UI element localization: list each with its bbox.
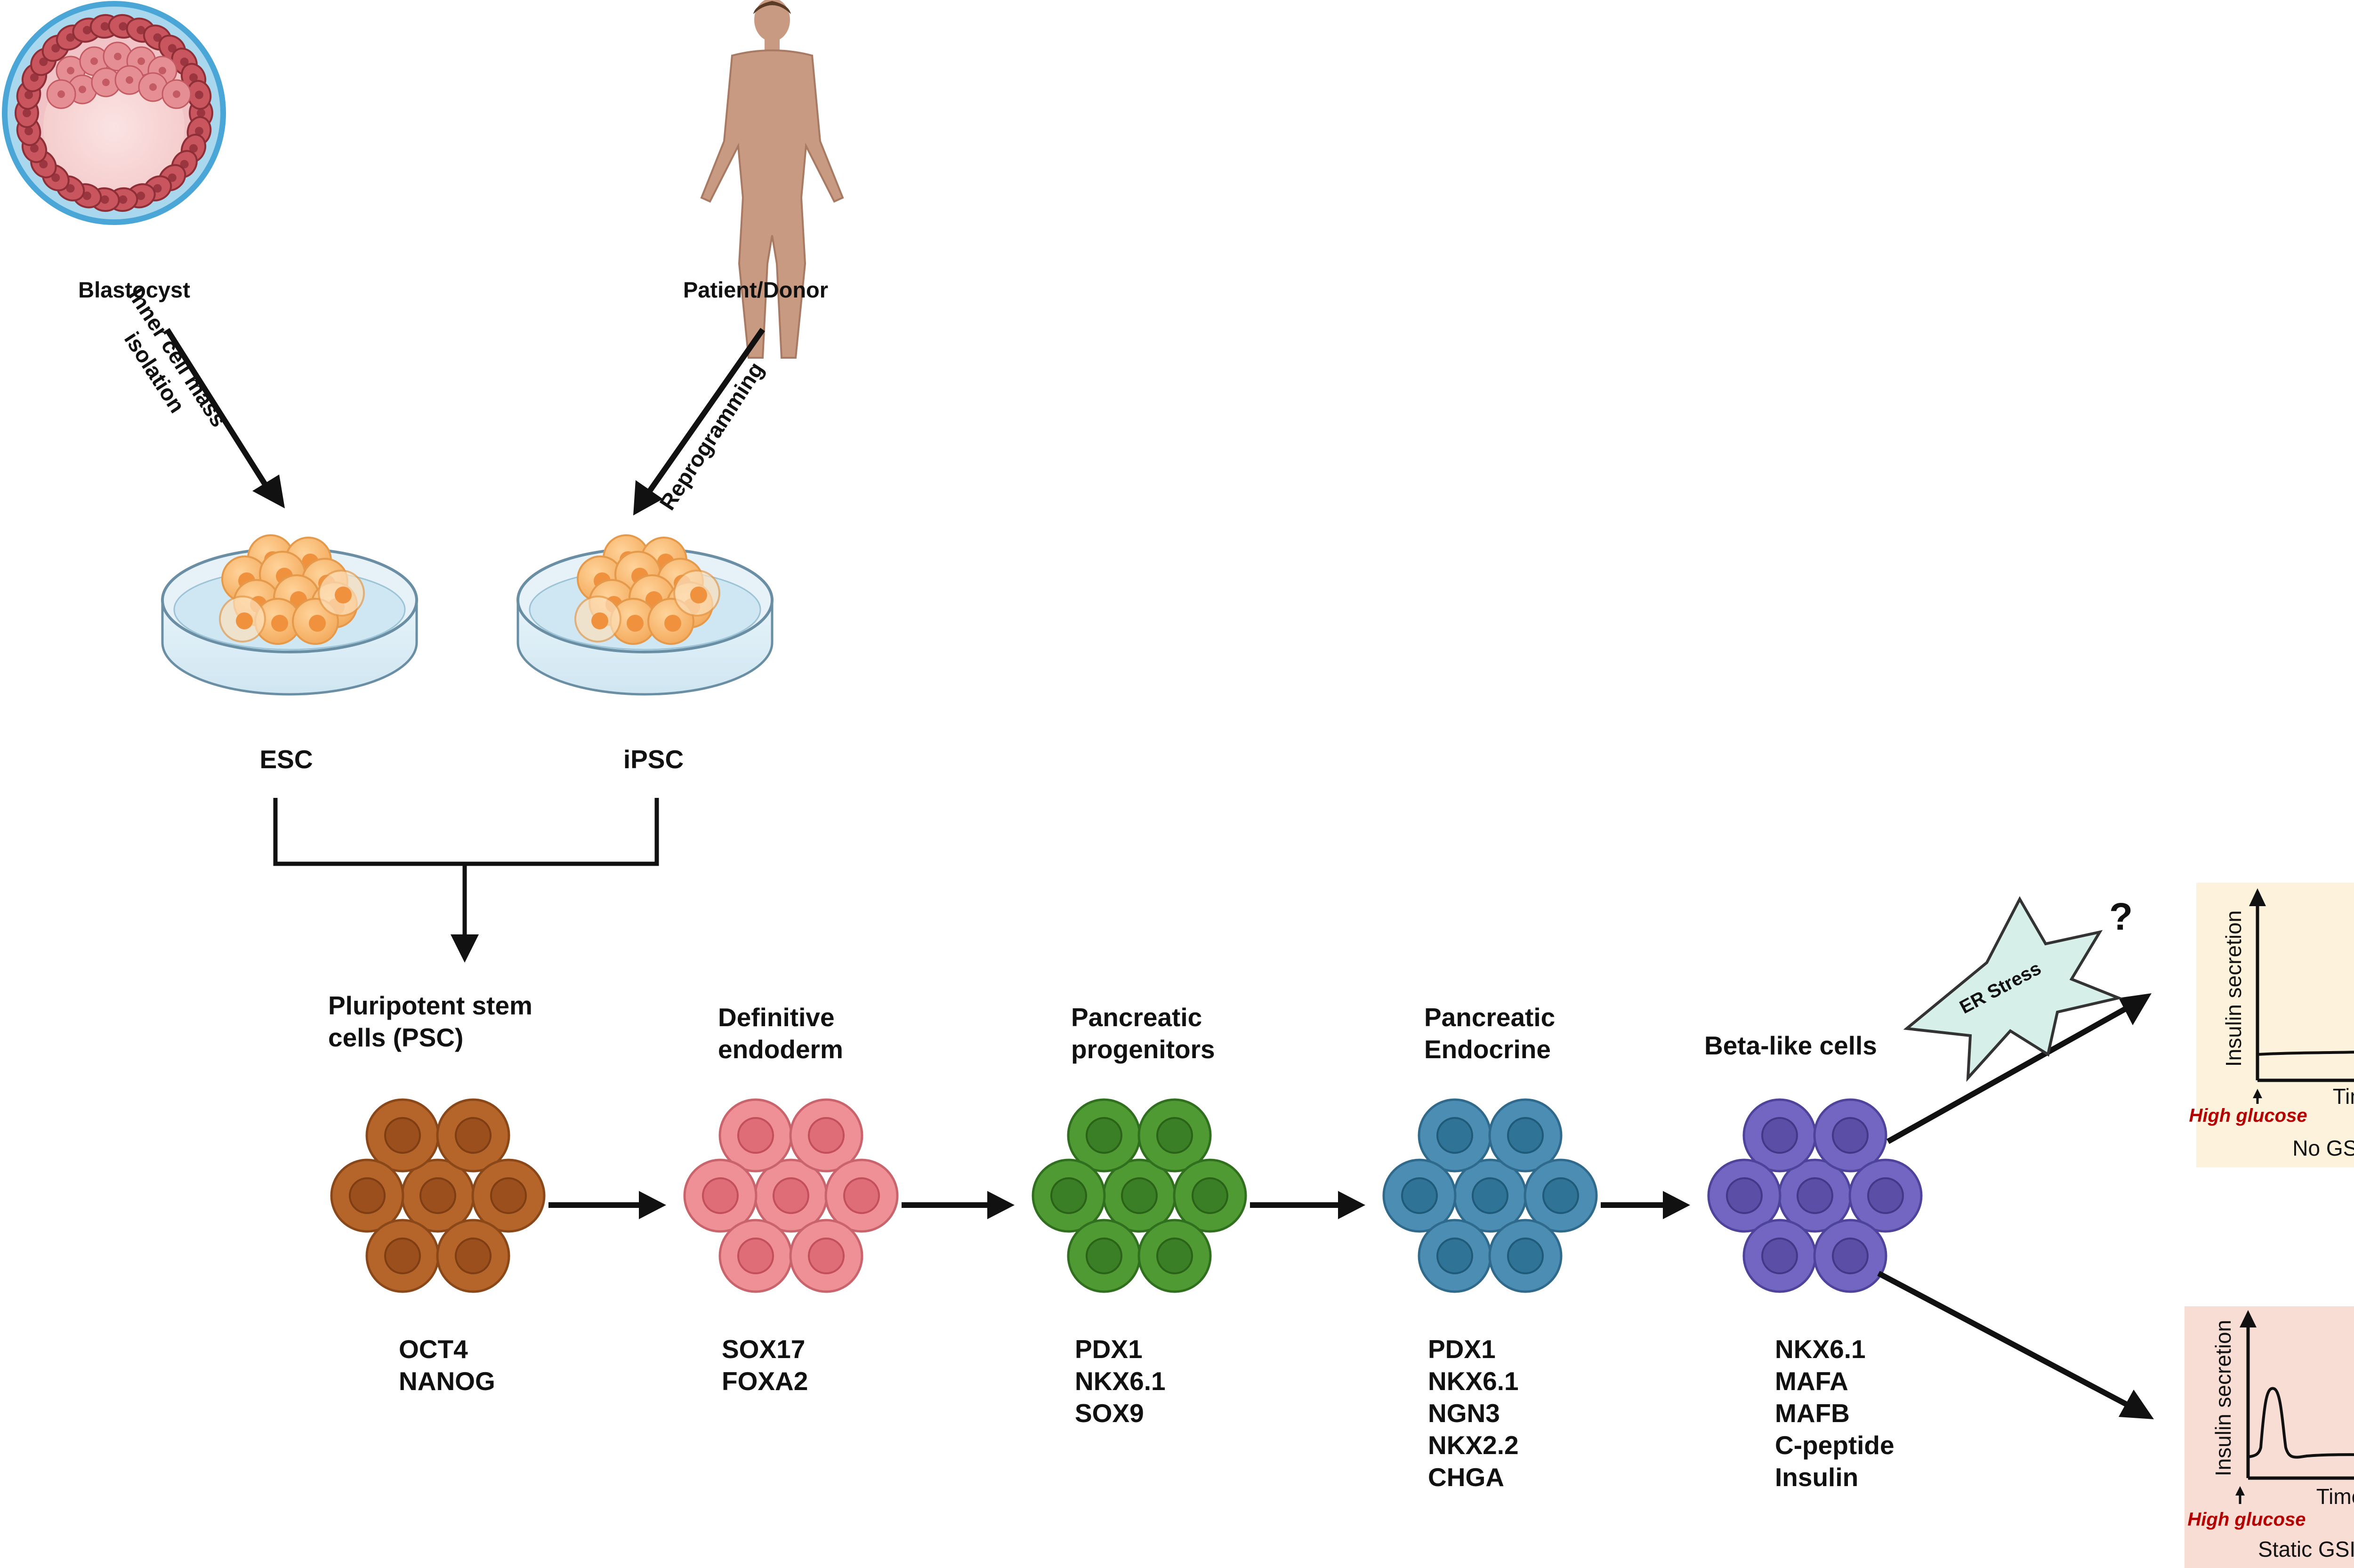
- graph-background: [2185, 1306, 2354, 1568]
- stage-title-line: Pancreatic: [1071, 1003, 1202, 1032]
- cell-nucleus: [1086, 1238, 1122, 1274]
- cell-nucleus: [1761, 1117, 1798, 1154]
- cell-nucleus: [808, 1238, 845, 1274]
- cell-nucleus: [1867, 1177, 1904, 1214]
- stage-title-line: Beta-like cells: [1704, 1031, 1877, 1060]
- no-gsis-graph: Insulin secretion Time High glucose No G…: [2189, 883, 2354, 1167]
- cell-nucleus: [349, 1177, 386, 1214]
- cell-nucleus: [455, 1238, 492, 1274]
- cell-nucleus: [1192, 1177, 1228, 1214]
- marker-label: NKX6.1: [1075, 1367, 1166, 1396]
- marker-label: NKX6.1: [1428, 1367, 1519, 1396]
- marker-label: SOX17: [722, 1335, 805, 1364]
- icm-isolation-arrow: [164, 328, 285, 508]
- cell-nucleus: [1761, 1238, 1798, 1274]
- marker-label: PDX1: [1075, 1335, 1143, 1364]
- stage-4: PancreaticEndocrinePDX1NKX6.1NGN3NKX2.2C…: [1382, 1003, 1690, 1492]
- marker-label: MAFA: [1775, 1367, 1848, 1396]
- cell-nucleus: [1436, 1238, 1473, 1274]
- cell-nucleus: [1832, 1117, 1869, 1154]
- graph-xlabel: Time: [2316, 1484, 2354, 1509]
- cell-nucleus: [455, 1117, 492, 1154]
- stage-title-line: cells (PSC): [328, 1023, 463, 1052]
- ipsc-petri-dish: [516, 534, 774, 696]
- marker-label: Insulin: [1775, 1463, 1858, 1492]
- graph-caption: No GSIS: [2292, 1136, 2354, 1160]
- cell-nucleus: [702, 1177, 739, 1214]
- donor-label: Patient/Donor: [683, 277, 828, 302]
- graph-ylabel: Insulin secretion: [2211, 1320, 2235, 1476]
- cell-nucleus: [1436, 1117, 1473, 1154]
- cell-nucleus: [1086, 1117, 1122, 1154]
- marker-label: NKX2.2: [1428, 1431, 1519, 1460]
- stage-title-line: Definitive: [718, 1003, 835, 1032]
- er-stress-question-mark: ?: [2109, 895, 2133, 938]
- cell-nucleus: [1542, 1177, 1579, 1214]
- cell-nucleus: [490, 1177, 527, 1214]
- blastocyst-illustration: [2, 1, 226, 225]
- cell-nucleus: [773, 1177, 809, 1214]
- marker-label: MAFB: [1775, 1399, 1850, 1428]
- cell-nucleus: [1472, 1177, 1508, 1214]
- cell-nucleus: [1121, 1177, 1158, 1214]
- stage-title-line: Endocrine: [1424, 1035, 1551, 1064]
- graph-trigger: High glucose: [2187, 1509, 2306, 1530]
- ipsc-label: iPSC: [623, 745, 684, 774]
- marker-label: PDX1: [1428, 1335, 1496, 1364]
- cell-nucleus: [737, 1238, 774, 1274]
- cell-nucleus: [1507, 1238, 1544, 1274]
- secretion-peak-curve: [2248, 1387, 2354, 1459]
- marker-label: FOXA2: [722, 1367, 808, 1396]
- cell-nucleus: [1156, 1117, 1193, 1154]
- branch-arrow-static-gsis: [1877, 1270, 2154, 1419]
- reprogramming-arrow: [633, 328, 765, 515]
- cell-nucleus: [1156, 1238, 1193, 1274]
- marker-label: SOX9: [1075, 1399, 1144, 1428]
- reprogramming-label: Reprogramming: [654, 357, 768, 514]
- graph-ylabel: Insulin secretion: [2221, 910, 2246, 1067]
- blastocyst-label: Blastocyst: [78, 277, 190, 302]
- marker-label: C-peptide: [1775, 1431, 1894, 1460]
- cell-nucleus: [1797, 1177, 1833, 1214]
- static-gsis-graph: Insulin secretion Time High glucose Stat…: [2185, 1306, 2354, 1568]
- cell-nucleus: [1050, 1177, 1087, 1214]
- graph-xlabel: Time: [2333, 1084, 2354, 1109]
- marker-label: NANOG: [399, 1367, 495, 1396]
- esc-label: ESC: [259, 745, 313, 774]
- marker-label: CHGA: [1428, 1463, 1504, 1492]
- branch-arrow-no-gsis: [1886, 993, 2152, 1144]
- stage-title-line: endoderm: [718, 1035, 843, 1064]
- cell-nucleus: [1726, 1177, 1763, 1214]
- cell-nucleus: [419, 1177, 456, 1214]
- graph-trigger: High glucose: [2189, 1105, 2307, 1126]
- flat-secretion-curve: [2257, 1051, 2354, 1056]
- cell-nucleus: [1507, 1117, 1544, 1154]
- cell-nucleus: [737, 1117, 774, 1154]
- stage-title-line: progenitors: [1071, 1035, 1215, 1064]
- esc-petri-dish: [161, 534, 418, 696]
- graph-background: [2196, 883, 2354, 1167]
- human-figure-illustration: [700, 0, 844, 359]
- marker-label: NKX6.1: [1775, 1335, 1866, 1364]
- marker-label: NGN3: [1428, 1399, 1500, 1428]
- merge-connector: [273, 798, 659, 963]
- stage-title-line: Pluripotent stem: [328, 991, 532, 1020]
- stage-title-line: Pancreatic: [1424, 1003, 1555, 1032]
- graph-caption: Static GSIS: [2258, 1537, 2354, 1561]
- cell-nucleus: [1401, 1177, 1438, 1214]
- cell-nucleus: [843, 1177, 880, 1214]
- cell-nucleus: [808, 1117, 845, 1154]
- marker-label: OCT4: [399, 1335, 468, 1364]
- cell-nucleus: [384, 1238, 421, 1274]
- er-stress-burst: ER Stress: [1903, 896, 2124, 1082]
- cell-nucleus: [1832, 1238, 1869, 1274]
- cell-nucleus: [384, 1117, 421, 1154]
